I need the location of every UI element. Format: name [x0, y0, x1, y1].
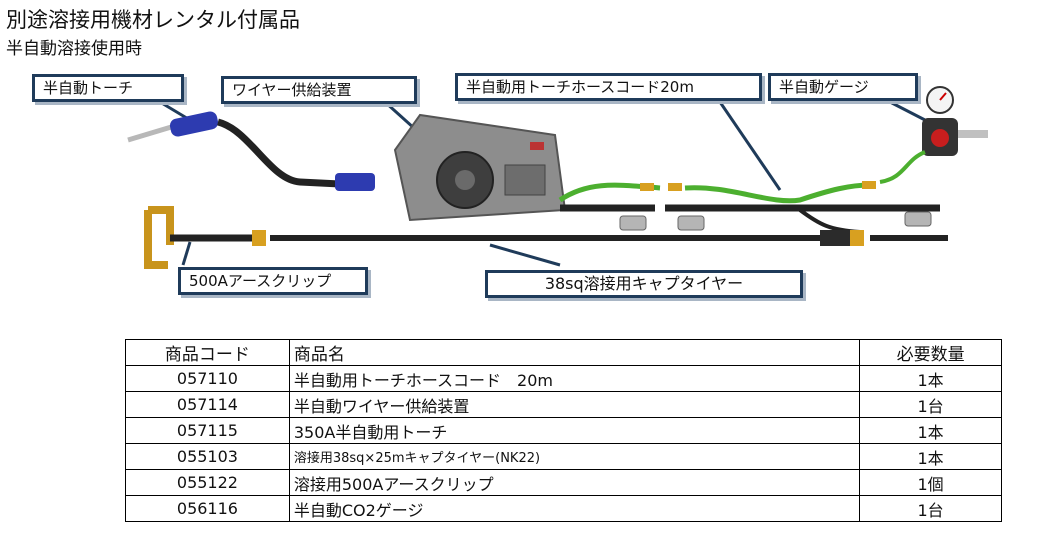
wire-feeder-drawing [393, 113, 567, 222]
page-title: 別途溶接用機材レンタル付属品 [6, 8, 300, 32]
equipment-illustration [127, 86, 988, 269]
cell-qty: 1本 [859, 417, 1002, 444]
gauge-drawing [879, 86, 988, 184]
callout-earth-clip: 500Aアースクリップ [178, 267, 368, 295]
torch-drawing [127, 111, 375, 191]
table-row: 057114 半自動ワイヤー供給装置 1台 [125, 391, 1002, 418]
cell-qty: 1本 [859, 443, 1002, 470]
cell-qty: 1台 [859, 391, 1002, 418]
header-name: 商品名 [288, 339, 861, 366]
page-subtitle: 半自動溶接使用時 [6, 39, 142, 59]
cell-qty: 1台 [859, 495, 1002, 522]
cell-code: 057110 [125, 365, 290, 392]
cell-code: 056116 [125, 495, 290, 522]
cell-name: 350A半自動用トーチ [288, 417, 861, 444]
pointer-cabtire [489, 243, 561, 267]
callout-wire-feeder: ワイヤー供給装置 [221, 76, 417, 104]
hose-cord-drawing [558, 181, 940, 234]
callout-torch: 半自動トーチ [32, 74, 184, 102]
product-table: 商品コード 商品名 必要数量 057110 半自動用トーチホースコード 20m … [125, 339, 1002, 522]
pointer-hose-cord [718, 101, 782, 191]
cell-qty: 1本 [859, 365, 1002, 392]
cell-name: 半自動用トーチホースコード 20m [288, 365, 861, 392]
table-row: 055103 溶接用38sq×25mキャプタイヤー(NK22) 1本 [125, 443, 1002, 470]
callout-cabtire: 38sq溶接用キャプタイヤー [485, 270, 803, 298]
table-row: 056116 半自動CO2ゲージ 1台 [125, 495, 1002, 522]
cell-name: 半自動ワイヤー供給装置 [288, 391, 861, 418]
cell-name: 半自動CO2ゲージ [288, 495, 861, 522]
table-row: 055122 溶接用500Aアースクリップ 1個 [125, 469, 1002, 496]
table-row: 057115 350A半自動用トーチ 1本 [125, 417, 1002, 444]
cell-code: 057114 [125, 391, 290, 418]
cell-code: 057115 [125, 417, 290, 444]
cell-name: 溶接用38sq×25mキャプタイヤー(NK22) [288, 443, 861, 470]
header-code: 商品コード [125, 339, 290, 366]
earth-clip-drawing [144, 206, 266, 269]
callout-gauge: 半自動ゲージ [768, 73, 918, 101]
table-header-row: 商品コード 商品名 必要数量 [125, 339, 1002, 366]
pointer-gauge [889, 100, 926, 122]
header-qty: 必要数量 [859, 339, 1002, 366]
cell-name: 溶接用500Aアースクリップ [288, 469, 861, 496]
table-row: 057110 半自動用トーチホースコード 20m 1本 [125, 365, 1002, 392]
pointer-earth-clip [181, 241, 192, 266]
cabtire-drawing [270, 230, 948, 246]
cell-code: 055122 [125, 469, 290, 496]
callout-hose-cord: 半自動用トーチホースコード20m [455, 73, 762, 101]
cell-code: 055103 [125, 443, 290, 470]
cell-qty: 1個 [859, 469, 1002, 496]
